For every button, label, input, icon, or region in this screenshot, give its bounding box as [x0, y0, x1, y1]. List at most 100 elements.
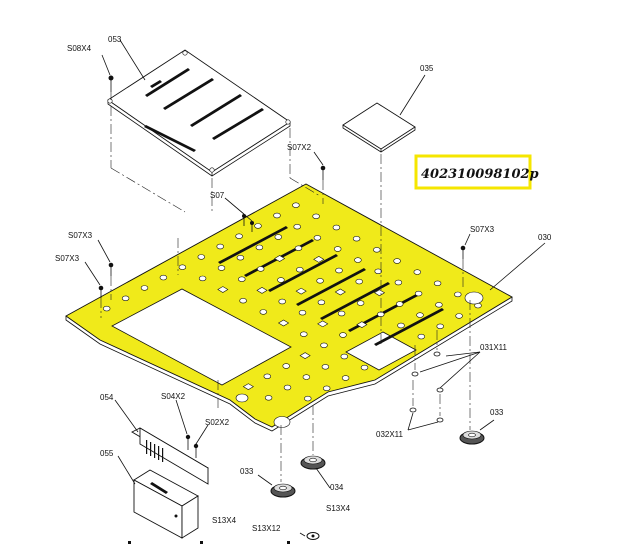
round-hole: [454, 291, 462, 298]
label-055: 055: [100, 449, 114, 458]
round-hole: [304, 395, 312, 402]
screws-s07: [242, 214, 254, 232]
round-hole: [121, 295, 130, 301]
round-hole: [417, 333, 425, 340]
label-033-left: 033: [240, 467, 254, 476]
feet: [270, 430, 485, 498]
round-hole: [292, 202, 300, 208]
round-hole: [313, 235, 322, 241]
label-030: 030: [538, 233, 552, 242]
round-hole: [396, 301, 404, 307]
round-hole: [320, 342, 328, 348]
foot-033-right: [459, 430, 485, 445]
round-hole: [416, 312, 424, 318]
alignment-lines: [110, 106, 471, 482]
round-hole: [178, 264, 187, 270]
round-hole: [274, 234, 282, 240]
round-hole: [335, 267, 343, 274]
bracket-054: [131, 427, 209, 485]
label-034: 034: [330, 483, 344, 492]
round-hole: [435, 302, 443, 308]
round-hole: [373, 247, 381, 253]
round-hole: [255, 244, 264, 251]
round-hole: [198, 275, 207, 282]
part-labels: 053 S08X4 035 S07X2 S07 S07X3 S07X3 S07X…: [55, 35, 552, 533]
round-hole: [278, 298, 286, 305]
round-hole: [312, 213, 320, 220]
round-hole: [352, 236, 361, 242]
square-hole: [217, 286, 229, 293]
cover-053: [107, 49, 291, 177]
round-hole: [296, 267, 304, 273]
serial-tag-text: 40231009810​2p: [421, 167, 539, 182]
round-hole: [238, 276, 246, 282]
round-hole: [337, 310, 346, 317]
square-hole: [299, 352, 311, 360]
round-hole: [277, 277, 285, 283]
round-hole: [339, 332, 347, 338]
round-hole: [340, 353, 348, 360]
screw-s07x2: [320, 165, 326, 204]
label-033-right: 033: [490, 408, 504, 417]
square-hole: [317, 320, 329, 328]
label-053: 053: [108, 35, 122, 44]
label-s04x2: S04X2: [161, 392, 186, 401]
round-hole: [433, 280, 442, 286]
round-hole: [397, 322, 405, 329]
round-hole: [239, 298, 247, 304]
label-035: 035: [420, 64, 434, 73]
square-hole: [295, 287, 307, 295]
square-hole: [334, 288, 346, 296]
plate-030: [65, 183, 513, 432]
round-hole: [293, 224, 301, 230]
mounting-hole: [464, 291, 484, 305]
round-hole: [216, 243, 224, 250]
round-hole: [334, 246, 342, 252]
round-hole: [140, 285, 149, 291]
label-s13x4-b: S13X4: [326, 504, 351, 513]
label-s07x3-right: S07X3: [470, 225, 495, 234]
bottom-screws: [128, 532, 320, 544]
label-s07x2: S07X2: [287, 143, 312, 152]
leader-lines: [84, 39, 546, 489]
round-hole: [197, 254, 206, 260]
round-hole: [355, 278, 363, 285]
label-054: 054: [100, 393, 114, 402]
round-hole: [316, 278, 324, 284]
round-hole: [273, 212, 281, 219]
standoffs-031-032: [409, 351, 444, 423]
box-055: [133, 469, 199, 539]
round-hole: [102, 305, 111, 312]
round-hole: [302, 374, 311, 380]
round-hole: [263, 373, 271, 379]
label-s13x12: S13X12: [252, 524, 281, 533]
mounting-hole: [273, 416, 291, 428]
round-hole: [236, 255, 245, 261]
round-hole: [317, 299, 326, 305]
label-031x11: 031X11: [480, 343, 508, 352]
pad-035: [342, 102, 416, 153]
label-s07x3-left-b: S07X3: [55, 254, 80, 263]
round-hole: [354, 257, 362, 263]
round-hole: [217, 265, 226, 271]
round-hole: [374, 268, 382, 274]
round-hole: [413, 269, 421, 275]
round-hole: [393, 258, 401, 264]
screw-s07x3-right: [460, 245, 466, 290]
round-hole: [257, 266, 265, 272]
square-hole: [356, 321, 368, 328]
square-hole: [313, 255, 325, 263]
label-s07: S07: [210, 191, 225, 200]
round-hole: [356, 300, 365, 306]
label-s08x4: S08X4: [67, 44, 92, 53]
round-hole: [254, 223, 262, 229]
square-hole: [277, 319, 290, 327]
screw-s07x3-left-a: [108, 262, 114, 300]
round-hole: [455, 313, 463, 319]
mounting-hole: [235, 393, 249, 403]
foot-034: [300, 455, 326, 470]
round-hole: [323, 385, 331, 391]
label-s07x3-left-a: S07X3: [68, 231, 93, 240]
